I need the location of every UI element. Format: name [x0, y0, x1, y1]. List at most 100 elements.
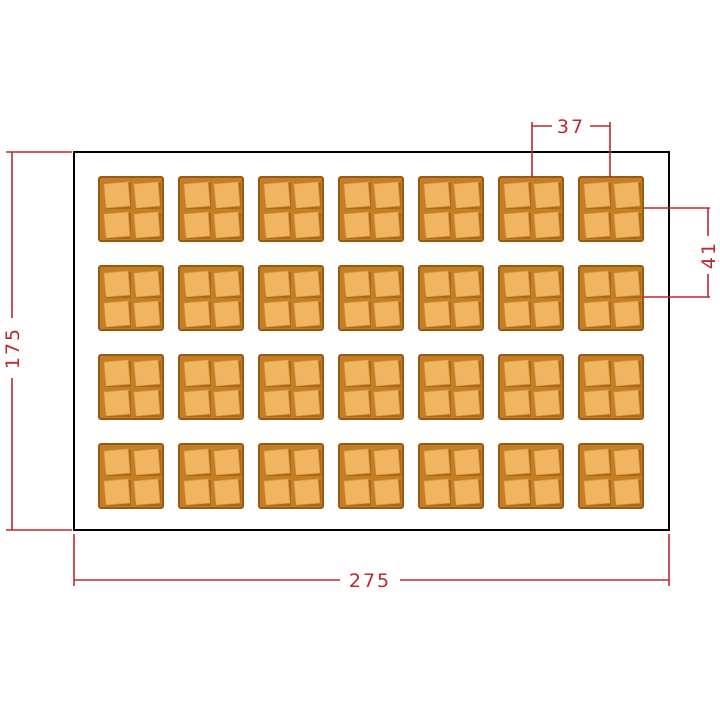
cavity-subcell — [183, 448, 211, 476]
cavity-subcell — [183, 359, 211, 387]
cavity-subcell — [263, 389, 291, 417]
cavity-subcell — [533, 300, 561, 328]
cavity-subcell — [533, 359, 561, 387]
cavity-subcell — [103, 389, 131, 417]
cavity-subcell — [103, 211, 131, 239]
cavity — [178, 265, 244, 331]
cavity-subcell — [373, 448, 401, 476]
cavity-subcell — [503, 181, 531, 209]
cavity-subcell — [453, 478, 481, 506]
cavity-subcell — [533, 478, 561, 506]
cavity-subcell — [613, 300, 641, 328]
cavity-subcell — [613, 270, 641, 298]
cavity-subcell — [453, 300, 481, 328]
cavity — [418, 443, 484, 509]
cavity — [258, 443, 324, 509]
cavity-subcell — [373, 478, 401, 506]
cavity — [338, 265, 404, 331]
cavity — [338, 443, 404, 509]
cavity-subcell — [373, 211, 401, 239]
cavity — [418, 176, 484, 242]
cavity — [498, 443, 564, 509]
cavity-subcell — [503, 211, 531, 239]
cavity-subcell — [453, 448, 481, 476]
cavity-subcell — [293, 181, 321, 209]
cavity-subcell — [263, 211, 291, 239]
cavity-subcell — [613, 211, 641, 239]
cavity-subcell — [213, 478, 241, 506]
cavity-subcell — [423, 270, 451, 298]
cavity-subcell — [343, 359, 371, 387]
cavity — [338, 176, 404, 242]
cavity-subcell — [213, 270, 241, 298]
cavity-subcell — [503, 478, 531, 506]
cavity-subcell — [503, 300, 531, 328]
cavity-subcell — [213, 389, 241, 417]
column-pitch-label: 37 — [557, 116, 585, 138]
cavity — [98, 265, 164, 331]
cavity-subcell — [583, 181, 611, 209]
cavity-subcell — [503, 448, 531, 476]
cavity-subcell — [133, 478, 161, 506]
cavity-subcell — [503, 270, 531, 298]
cavity-subcell — [133, 300, 161, 328]
cavity-subcell — [263, 359, 291, 387]
cavity — [578, 443, 644, 509]
cavity-subcell — [293, 448, 321, 476]
cavity — [418, 354, 484, 420]
cavity-subcell — [183, 300, 211, 328]
cavity-subcell — [103, 478, 131, 506]
cavity-subcell — [533, 270, 561, 298]
cavity-subcell — [373, 300, 401, 328]
cavity-subcell — [133, 359, 161, 387]
cavity-subcell — [613, 478, 641, 506]
cavity-subcell — [423, 389, 451, 417]
cavity-subcell — [343, 270, 371, 298]
cavity-subcell — [293, 389, 321, 417]
cavity-subcell — [263, 448, 291, 476]
cavity-subcell — [453, 359, 481, 387]
cavity-subcell — [583, 389, 611, 417]
cavity-subcell — [503, 389, 531, 417]
cavity-subcell — [343, 389, 371, 417]
cavity-grid — [98, 176, 644, 509]
cavity-subcell — [533, 448, 561, 476]
cavity-subcell — [613, 181, 641, 209]
cavity — [258, 354, 324, 420]
cavity-subcell — [583, 359, 611, 387]
cavity-subcell — [453, 211, 481, 239]
cavity-subcell — [613, 389, 641, 417]
cavity — [98, 176, 164, 242]
width-dimension-label: 275 — [349, 570, 391, 592]
cavity-subcell — [453, 389, 481, 417]
cavity — [178, 443, 244, 509]
cavity-subcell — [293, 478, 321, 506]
cavity-subcell — [533, 389, 561, 417]
cavity-subcell — [373, 181, 401, 209]
cavity-subcell — [453, 181, 481, 209]
cavity-subcell — [293, 211, 321, 239]
cavity-subcell — [583, 300, 611, 328]
cavity-subcell — [183, 270, 211, 298]
cavity — [178, 176, 244, 242]
cavity-subcell — [583, 448, 611, 476]
cavity-subcell — [423, 448, 451, 476]
cavity-subcell — [103, 359, 131, 387]
row-pitch-label: 41 — [698, 241, 720, 269]
cavity-subcell — [373, 389, 401, 417]
cavity-subcell — [613, 448, 641, 476]
cavity — [258, 265, 324, 331]
cavity-subcell — [183, 211, 211, 239]
cavity — [578, 354, 644, 420]
cavity-subcell — [343, 300, 371, 328]
cavity-subcell — [263, 478, 291, 506]
cavity-subcell — [133, 270, 161, 298]
cavity — [498, 354, 564, 420]
cavity-subcell — [183, 478, 211, 506]
cavity — [498, 176, 564, 242]
cavity-subcell — [213, 300, 241, 328]
cavity-subcell — [293, 359, 321, 387]
cavity-subcell — [583, 478, 611, 506]
cavity-subcell — [183, 181, 211, 209]
